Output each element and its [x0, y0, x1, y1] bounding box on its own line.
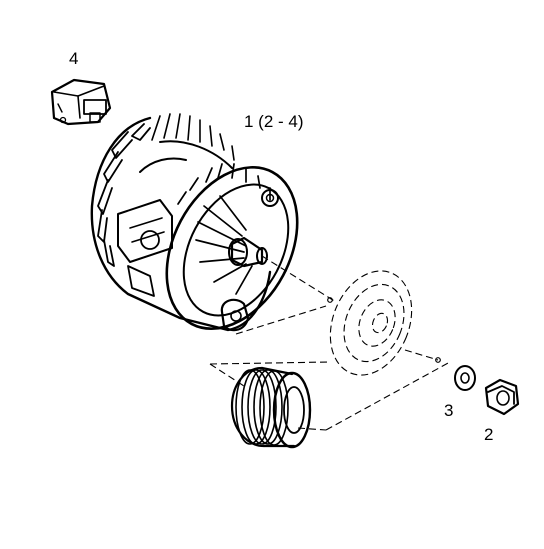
callout-alternator-assembly: 1 (2 - 4) — [244, 112, 304, 131]
washer-icon — [454, 365, 476, 391]
pulley-icon — [329, 270, 413, 376]
callout-washer: 3 — [444, 401, 453, 420]
regulator-icon — [50, 78, 112, 126]
freewheel-pulley-icon — [230, 366, 312, 449]
assembly-guide-lines — [209, 255, 451, 431]
callout-nut: 2 — [484, 425, 493, 444]
callout-regulator: 4 — [69, 49, 78, 68]
alternator-icon — [90, 113, 299, 332]
hex-nut-icon — [484, 378, 520, 416]
